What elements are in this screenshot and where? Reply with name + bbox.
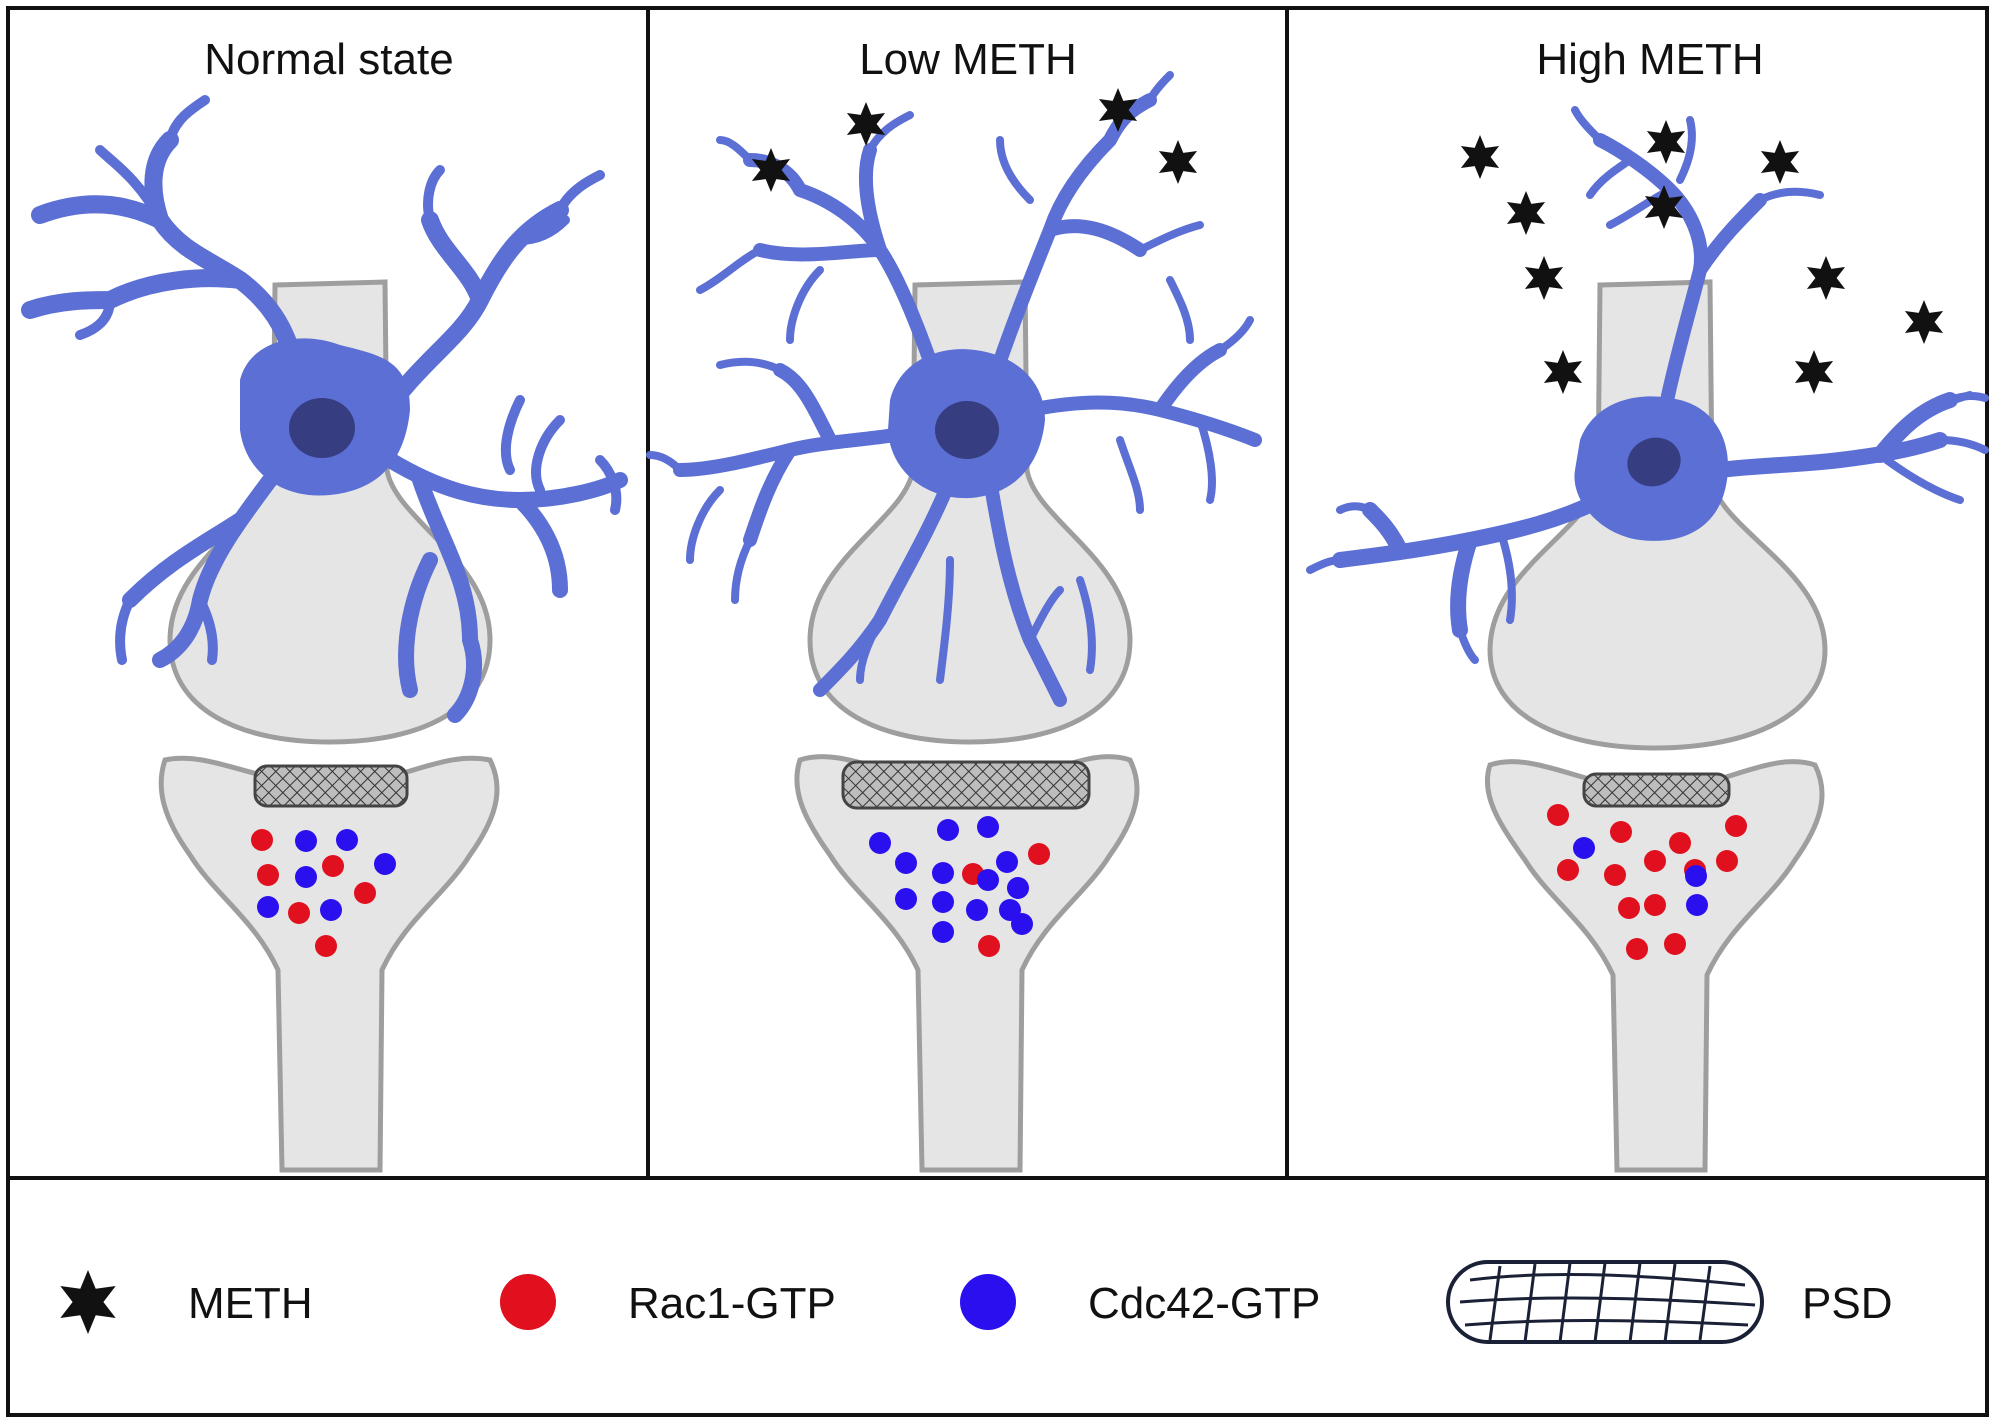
cdc42-dot	[932, 891, 954, 913]
rac1-dot	[1664, 933, 1686, 955]
cdc42-dot	[320, 899, 342, 921]
rac1-dot	[251, 829, 273, 851]
meth-star-icon	[1646, 120, 1686, 164]
rac1-dot	[315, 935, 337, 957]
rac1-dot	[1669, 832, 1691, 854]
meth-molecules-low	[751, 88, 1198, 192]
cdc42-dot	[895, 852, 917, 874]
astrocyte	[1306, 106, 1989, 664]
panel-high-meth	[1306, 106, 1989, 1173]
gtpase-dots-low-meth	[869, 816, 1050, 957]
rac1-dot	[1644, 850, 1666, 872]
rac1-dot-icon	[500, 1274, 556, 1330]
cdc42-dot	[999, 899, 1021, 921]
rac1-dot	[1644, 894, 1666, 916]
cdc42-dot	[932, 862, 954, 884]
cdc42-dot	[1686, 894, 1708, 916]
astrocyte	[646, 71, 1262, 707]
gtpase-dots-high-meth	[1547, 804, 1747, 960]
meth-star-icon	[1524, 256, 1564, 300]
psd	[841, 760, 1091, 810]
cdc42-dot	[1007, 877, 1029, 899]
panel-low-meth	[646, 71, 1262, 1173]
rac1-dot	[1716, 850, 1738, 872]
cdc42-dot	[996, 851, 1018, 873]
rac1-dot	[1618, 897, 1640, 919]
cdc42-dot	[336, 829, 358, 851]
meth-star-icon	[846, 102, 886, 146]
meth-star-icon	[1506, 191, 1546, 235]
legend-label-rac1: Rac1-GTP	[628, 1279, 836, 1328]
nucleus	[1627, 437, 1681, 487]
meth-star-icon	[1644, 185, 1684, 229]
rac1-dot	[1547, 804, 1569, 826]
postsynaptic-spine	[1484, 759, 1825, 1173]
nucleus	[935, 401, 999, 459]
rac1-dot	[1610, 821, 1632, 843]
rac1-dot	[288, 902, 310, 924]
figure-frame	[6, 6, 1989, 1417]
rac1-dot	[322, 855, 344, 877]
rac1-dot	[354, 882, 376, 904]
cdc42-dot	[1573, 837, 1595, 859]
meth-star-icon	[1543, 350, 1583, 394]
cdc42-dot-icon	[960, 1274, 1016, 1330]
panel-title-low-meth: Low METH	[859, 35, 1077, 84]
rac1-dot	[1557, 859, 1579, 881]
psd	[253, 764, 409, 808]
cdc42-dot	[966, 899, 988, 921]
gtpase-dots-normal	[251, 829, 396, 957]
legend-label-cdc42: Cdc42-GTP	[1088, 1279, 1320, 1328]
presynaptic-terminal	[807, 279, 1133, 745]
panel-title-high-meth: High METH	[1536, 35, 1763, 84]
cdc42-dot	[937, 819, 959, 841]
cdc42-dot	[977, 869, 999, 891]
psd-icon	[1446, 1260, 1764, 1344]
panel-normal	[21, 95, 628, 1173]
meth-star-icon	[1806, 256, 1846, 300]
legend-label-meth: METH	[188, 1279, 313, 1328]
meth-star-icon	[60, 1270, 116, 1334]
cdc42-dot	[295, 830, 317, 852]
meth-star-icon	[1098, 88, 1138, 132]
meth-molecules-high	[1460, 120, 1944, 394]
cdc42-dot	[1685, 865, 1707, 887]
astrocyte	[21, 95, 628, 723]
rac1-dot	[257, 864, 279, 886]
cdc42-dot	[295, 866, 317, 888]
cdc42-dot	[977, 816, 999, 838]
rac1-dot	[1725, 815, 1747, 837]
psd	[1582, 772, 1731, 808]
legend: METH Rac1-GTP Cdc42-GTP PSD	[60, 1260, 1892, 1344]
legend-label-psd: PSD	[1802, 1279, 1892, 1328]
cdc42-dot	[869, 832, 891, 854]
rac1-dot	[1028, 843, 1050, 865]
panel-title-normal: Normal state	[204, 35, 453, 84]
meth-star-icon	[751, 148, 791, 192]
cdc42-dot	[257, 896, 279, 918]
nucleus	[289, 398, 355, 458]
rac1-dot	[1626, 938, 1648, 960]
cdc42-dot	[374, 853, 396, 875]
cdc42-dot	[895, 888, 917, 910]
meth-star-icon	[1794, 350, 1834, 394]
meth-star-icon	[1158, 140, 1198, 184]
meth-star-icon	[1460, 135, 1500, 179]
postsynaptic-spine	[794, 754, 1140, 1173]
postsynaptic-spine	[158, 755, 500, 1173]
rac1-dot	[978, 935, 1000, 957]
rac1-dot	[1604, 864, 1626, 886]
cdc42-dot	[932, 921, 954, 943]
meth-star-icon	[60, 1270, 116, 1334]
meth-star-icon	[1904, 300, 1944, 344]
meth-star-icon	[1760, 140, 1800, 184]
